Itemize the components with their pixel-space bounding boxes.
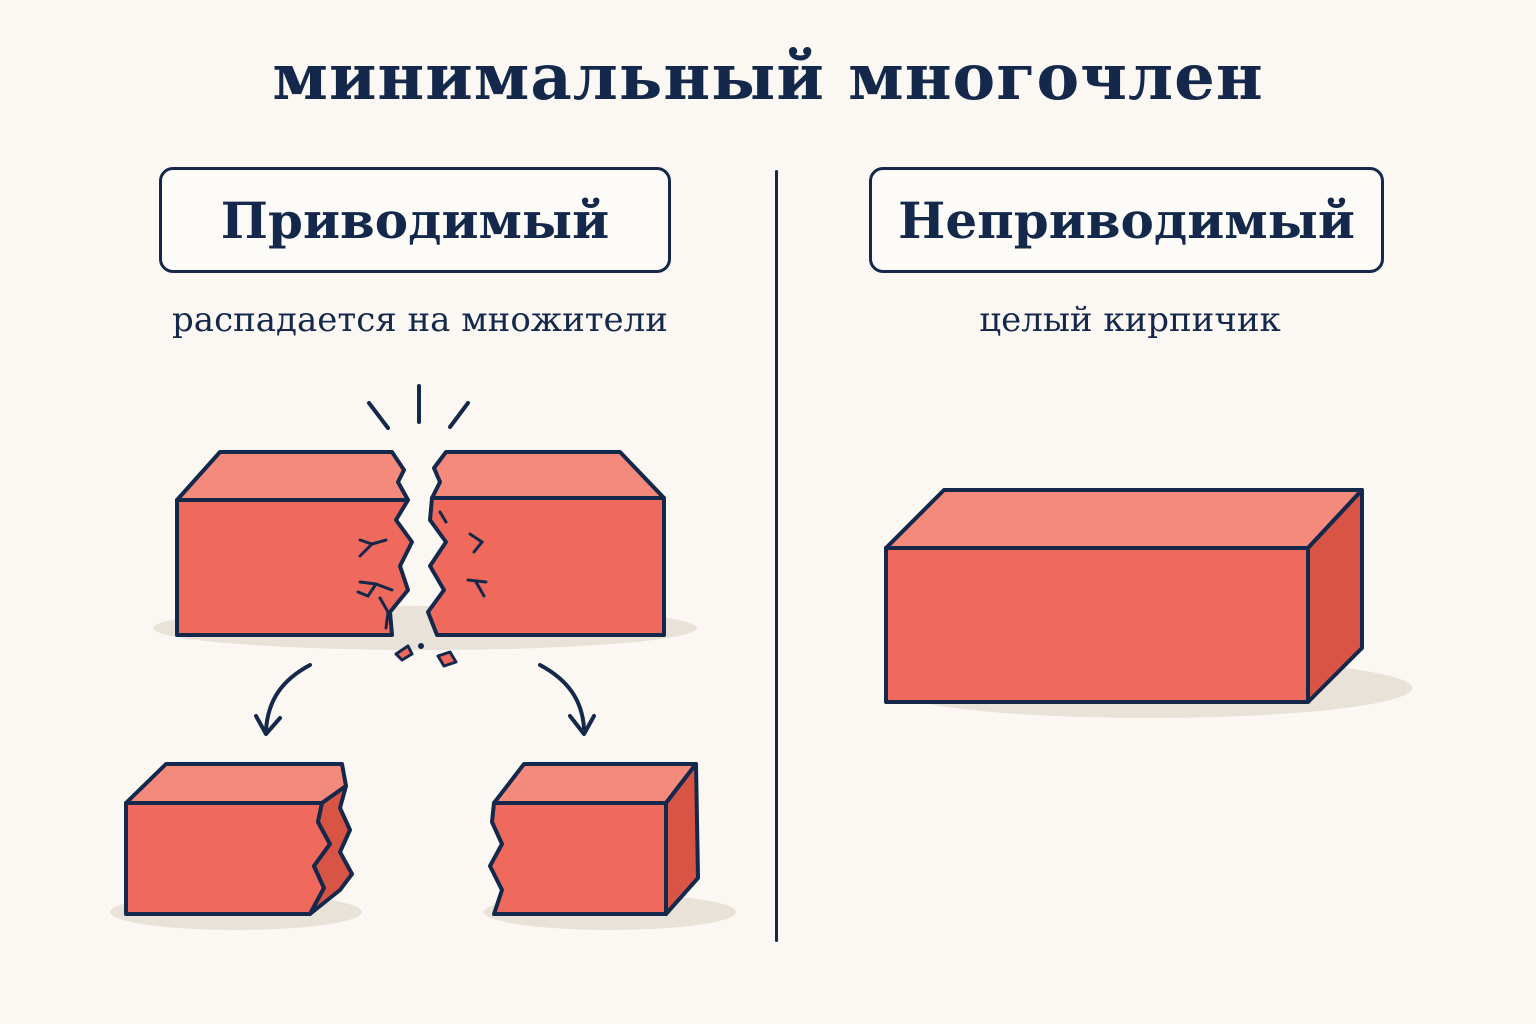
center-divider [775, 170, 778, 942]
page-title: минимальный многочлен [272, 40, 1264, 115]
irreducible-label-box: Неприводимый [869, 167, 1384, 273]
reducible-label: Приводимый [220, 190, 610, 250]
factor-brick-right-icon [484, 762, 736, 930]
reducible-caption: распадается на множители [172, 300, 668, 340]
reducible-label-box: Приводимый [159, 167, 671, 273]
factor-brick-left-icon [110, 762, 362, 930]
irreducible-caption: целый кирпичик [979, 300, 1281, 340]
breaking-brick-icon [153, 384, 697, 668]
split-arrows-icon [254, 663, 596, 736]
irreducible-label: Неприводимый [898, 190, 1355, 250]
whole-brick-icon [884, 488, 1412, 718]
